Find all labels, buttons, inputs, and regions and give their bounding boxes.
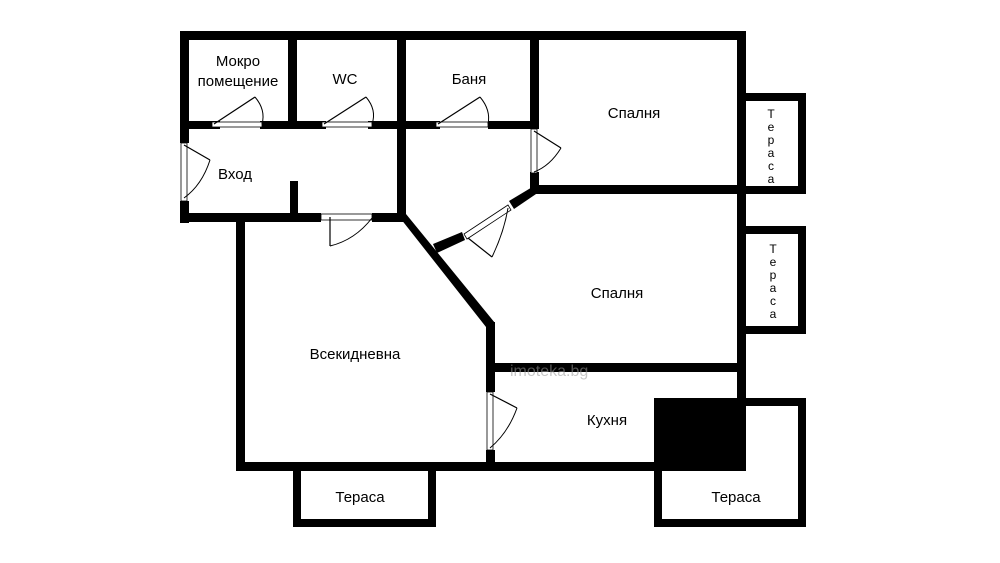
label-terrace-bottom-right: Тераса bbox=[711, 489, 761, 506]
wall-diagonal-living bbox=[397, 214, 495, 333]
door-bath bbox=[435, 96, 490, 128]
terrace-right-top-char: е bbox=[768, 120, 775, 134]
label-terrace-bottom-left: Тераса bbox=[335, 489, 385, 506]
wall-corridor-top-2 bbox=[260, 121, 326, 129]
label-utility-line1: Мокро bbox=[216, 53, 260, 70]
door-entrance bbox=[180, 142, 211, 202]
wall-bath-bedroom-lower bbox=[530, 172, 539, 192]
label-living: Всекидневна bbox=[310, 346, 401, 363]
label-terrace-right-top: Т е р а с а bbox=[767, 107, 775, 186]
wall-entrance-bottom bbox=[180, 213, 321, 222]
terrace-bottom-left-outline bbox=[293, 470, 436, 527]
terrace-right-middle-char: а bbox=[770, 307, 777, 321]
wall-diagonal-bedroom-left bbox=[433, 232, 465, 253]
wall-utility-wc bbox=[288, 31, 297, 129]
door-bedroom-middle bbox=[463, 204, 512, 258]
wall-right bbox=[737, 31, 746, 471]
terrace-bottom-right-outline bbox=[654, 398, 806, 527]
door-kitchen bbox=[486, 391, 518, 451]
terrace-right-top-char: а bbox=[768, 146, 775, 160]
terrace-right-top-char: с bbox=[768, 159, 774, 173]
wall-kitchen-top bbox=[486, 363, 746, 372]
terraces bbox=[293, 93, 806, 527]
terrace-right-middle-outline bbox=[746, 226, 806, 334]
doors bbox=[180, 96, 562, 451]
wall-corridor-top-4 bbox=[488, 121, 538, 129]
interior-walls bbox=[180, 31, 746, 470]
wall-entrance-stub bbox=[290, 181, 298, 221]
terrace-right-middle-char: а bbox=[770, 281, 777, 295]
wall-living-top-right bbox=[372, 213, 406, 222]
wall-kitchen-left-upper bbox=[486, 322, 495, 392]
label-bath: Баня bbox=[452, 71, 487, 88]
door-utility bbox=[211, 96, 264, 128]
wall-diagonal-bedroom-right bbox=[509, 186, 539, 209]
terrace-right-middle-char: Т bbox=[769, 242, 777, 256]
wall-kitchen-left-lower bbox=[486, 450, 495, 470]
terrace-right-top-char: р bbox=[768, 133, 775, 147]
label-terrace-right-middle: Т е р а с а bbox=[769, 242, 777, 321]
door-wc bbox=[321, 96, 374, 128]
terrace-right-top-char: а bbox=[768, 172, 775, 186]
terrace-right-middle-char: р bbox=[770, 268, 777, 282]
label-entrance: Вход bbox=[218, 166, 252, 183]
door-living bbox=[320, 213, 373, 247]
terrace-labels: Т е р а с а Т е р а с а Тераса Тераса bbox=[335, 107, 777, 506]
door-bedroom-top bbox=[530, 128, 562, 174]
label-kitchen: Кухня bbox=[587, 412, 627, 429]
wall-corridor-top-3 bbox=[368, 121, 440, 129]
label-wc: WC bbox=[333, 71, 358, 88]
wall-bath-bedroom bbox=[530, 31, 539, 129]
label-bedroom-top: Спалня bbox=[608, 105, 660, 122]
wall-left-upper bbox=[180, 31, 189, 143]
terrace-right-middle-char: с bbox=[770, 294, 776, 308]
wall-corridor-top bbox=[180, 121, 220, 129]
terrace-right-top-outline bbox=[746, 93, 806, 194]
wall-left-lower bbox=[180, 201, 189, 223]
terrace-right-middle-char: е bbox=[770, 255, 777, 269]
wall-top bbox=[180, 31, 746, 40]
room-labels: Мокро помещение WC Баня Спалня Вход Спал… bbox=[198, 53, 661, 429]
watermark-text: imoteka.bg bbox=[510, 363, 588, 380]
wall-bedroom-divider bbox=[530, 185, 746, 194]
label-bedroom-middle: Спалня bbox=[591, 285, 643, 302]
terrace-right-top-char: Т bbox=[767, 107, 775, 121]
wall-living-left bbox=[236, 213, 245, 470]
label-utility-line2: помещение bbox=[198, 73, 279, 90]
